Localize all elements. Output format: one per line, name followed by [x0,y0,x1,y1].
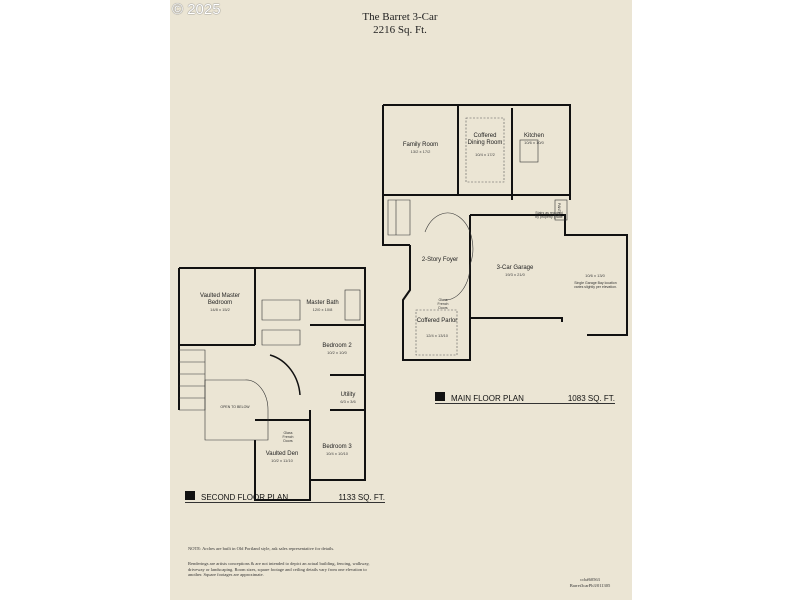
stairs-note: Stairs as required by property grade [535,211,563,219]
room-vaulted-den-dim: 10/2 x 11/10 [271,458,293,463]
main-floor-title: MAIN FLOOR PLAN [451,394,524,403]
second-floor-walls [178,267,366,501]
room-foyer: 2-Story Foyer [421,257,459,263]
room-bedroom-2-dim: 10/2 x 10/0 [327,350,347,355]
plan-subtitle: 2216 Sq. Ft. [373,24,427,36]
room-dining: Coffered Dining Room [467,133,503,146]
watermark: © 2025 [172,1,221,18]
second-floor-title: SECOND FLOOR PLAN [201,493,289,502]
room-master-bedroom: Vaulted Master Bedroom [200,293,240,306]
garage-bay-note: Single Garage Bay location varies slight… [574,281,617,289]
open-to-below: OPEN TO BELOW [220,405,250,409]
arches-note: NOTE: Arches are built in Old Portland s… [188,546,335,551]
parlor-glass-doors: Glass French Doors [437,298,449,310]
room-family-room: Family Room [402,142,439,148]
room-bedroom-3: Bedroom 3 [322,444,352,450]
second-floor-label: SECOND FLOOR PLAN 1133 SQ. FT. [185,491,385,503]
room-master-bath: Master Bath [306,300,339,306]
room-kitchen-dim: 10/6 x 10/0 [524,140,544,145]
den-glass-doors: Glass French Doors [282,431,294,443]
room-master-bath-dim: 12/0 x 10/8 [312,307,333,312]
room-garage-dim: 19/3 x 21/0 [505,272,525,277]
room-bedroom-2: Bedroom 2 [322,343,352,349]
ccb-code: ccb#60563 [580,577,600,582]
second-floor-sqft: 1133 SQ. FT. [338,493,385,502]
room-parlor: Coffered Parlor [416,318,458,324]
room-kitchen: Kitchen [523,133,544,139]
floor-plan-sheet [170,0,632,600]
pantry-label: PANTRY [556,203,561,217]
room-bedroom-3-dim: 10/4 x 10/10 [325,451,349,456]
room-garage: 3-Car Garage [496,265,534,271]
main-floor-walls [382,104,628,361]
room-master-bedroom-dim: 14/8 x 15/2 [210,307,230,312]
disclaimer-note: Renderings are artists conceptions & are… [188,561,370,578]
plan-code: Barret3carPh3/011305 [569,583,611,588]
room-parlor-dim: 12/4 x 13/10 [425,333,449,338]
room-utility: Utility [340,392,356,398]
room-family-room-dim: 13/2 x 17/2 [410,149,431,154]
main-floor-sqft: 1083 SQ. FT. [567,394,615,403]
room-vaulted-den: Vaulted Den [265,451,299,457]
room-dining-dim: 10/4 x 17/2 [475,152,495,157]
plan-title: The Barret 3-Car [362,11,438,23]
room-utility-dim: 6/3 x 3/6 [340,399,356,404]
main-floor-label: MAIN FLOOR PLAN 1083 SQ. FT. [435,392,615,404]
garage-bay-dim: 10/6 x 13/0 [585,273,605,278]
